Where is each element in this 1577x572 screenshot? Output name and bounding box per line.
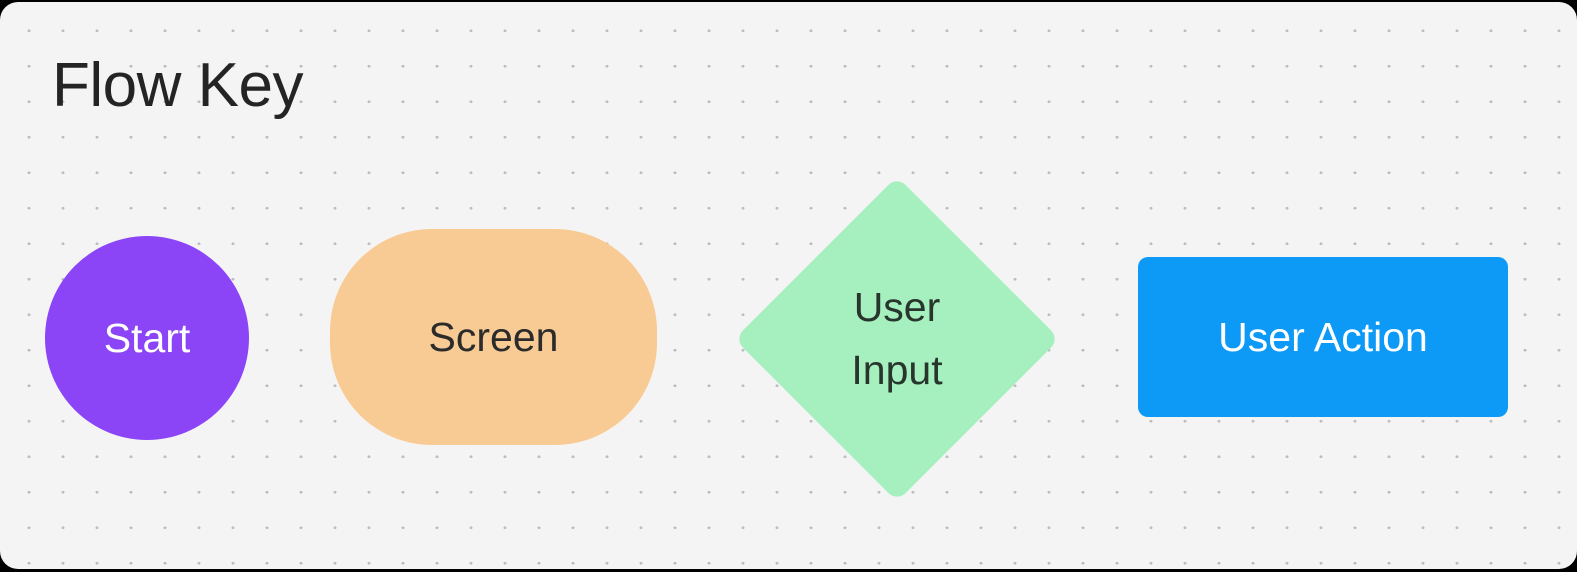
page-title: Flow Key [52,51,303,120]
legend-shape-screen[interactable]: Screen [330,229,657,445]
legend-shape-user-action[interactable]: User Action [1138,257,1508,417]
user-input-label-line-2: Input [851,347,943,393]
shape-label-user-input: User Input [782,224,1012,454]
legend-shape-user-input[interactable]: User Input [734,176,1060,502]
shape-label-user-action: User Action [1218,313,1428,360]
legend-shape-start[interactable]: Start [45,236,249,440]
shape-label-screen: Screen [428,313,559,360]
user-input-label-line-1: User [853,284,941,330]
shape-label-start: Start [103,314,191,361]
